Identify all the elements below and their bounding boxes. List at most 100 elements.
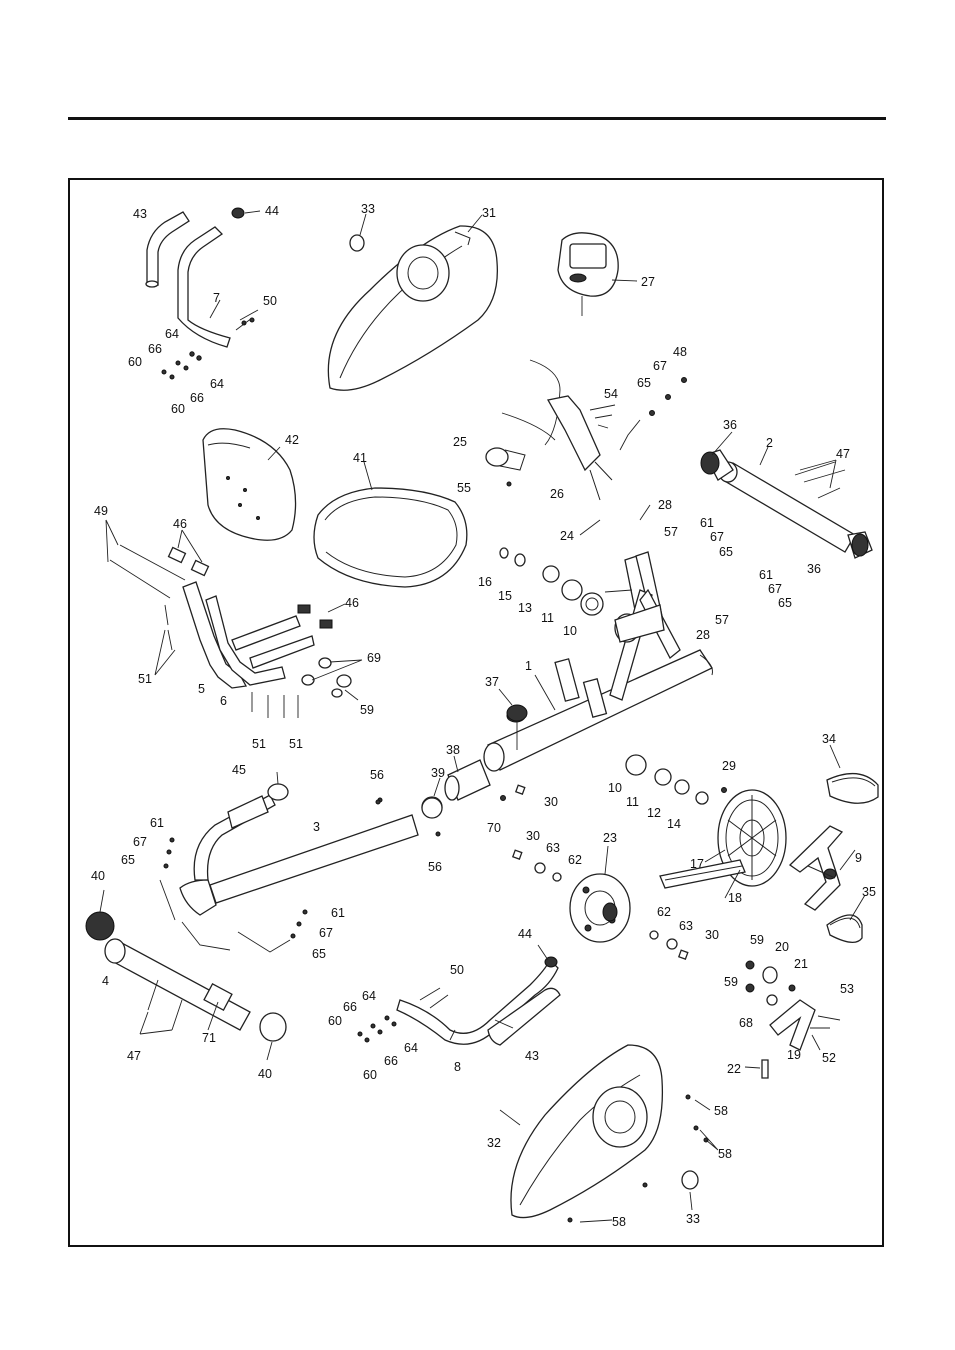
callout-67: 67: [133, 835, 147, 849]
header-rule: [68, 117, 886, 120]
callout-14: 14: [667, 817, 681, 831]
flywheel: [511, 849, 689, 960]
callout-67: 67: [319, 926, 333, 940]
callout-34: 34: [822, 732, 836, 746]
side-shroud-right: [327, 225, 499, 391]
callout-65: 65: [778, 596, 792, 610]
callout-48: 48: [673, 345, 687, 359]
callout-23: 23: [603, 831, 617, 845]
callout-32: 32: [487, 1136, 501, 1150]
diagram-frame: [68, 178, 884, 1247]
callout-11: 11: [541, 611, 554, 625]
callout-33: 33: [361, 202, 375, 216]
callout-51: 51: [138, 672, 152, 686]
callout-47: 47: [836, 447, 850, 461]
callout-60: 60: [171, 402, 185, 416]
callout-43: 43: [525, 1049, 539, 1063]
callout-33: 33: [686, 1212, 700, 1226]
callout-51: 51: [252, 737, 266, 751]
callout-15: 15: [498, 589, 512, 603]
pedal-right: [826, 773, 879, 804]
callout-59: 59: [750, 933, 764, 947]
callout-59: 59: [724, 975, 738, 989]
front-frame-and-stabilizer: [85, 783, 443, 1042]
drive-pulley: [659, 789, 787, 889]
crank-arm: [788, 825, 844, 911]
callout-67: 67: [768, 582, 782, 596]
callout-43: 43: [133, 207, 147, 221]
callout-50: 50: [450, 963, 464, 977]
callout-9: 9: [855, 851, 862, 865]
crank-bearings: [625, 754, 727, 805]
callout-31: 31: [482, 206, 496, 220]
callout-57: 57: [715, 613, 729, 627]
callout-68: 68: [739, 1016, 753, 1030]
callout-12: 12: [647, 806, 661, 820]
callout-63: 63: [546, 841, 560, 855]
callout-21: 21: [794, 957, 808, 971]
callout-62: 62: [568, 853, 582, 867]
callout-42: 42: [285, 433, 299, 447]
callout-40: 40: [91, 869, 105, 883]
callout-46: 46: [173, 517, 187, 531]
callout-29: 29: [722, 759, 736, 773]
callout-25: 25: [453, 435, 467, 449]
callout-56: 56: [428, 860, 442, 874]
callout-61: 61: [150, 816, 164, 830]
callout-65: 65: [312, 947, 326, 961]
callout-57: 57: [664, 525, 678, 539]
callout-60: 60: [128, 355, 142, 369]
callout-8: 8: [454, 1060, 461, 1074]
callout-18: 18: [728, 891, 742, 905]
callout-67: 67: [710, 530, 724, 544]
callout-44: 44: [265, 204, 279, 218]
callout-65: 65: [637, 376, 651, 390]
callout-28: 28: [658, 498, 672, 512]
bearing-stack-upper: [499, 547, 604, 616]
callout-64: 64: [210, 377, 224, 391]
callout-71: 71: [202, 1031, 216, 1045]
callout-65: 65: [121, 853, 135, 867]
callout-56: 56: [370, 768, 384, 782]
callout-41: 41: [353, 451, 367, 465]
pedal-left: [826, 914, 863, 943]
callout-22: 22: [727, 1062, 741, 1076]
callout-37: 37: [485, 675, 499, 689]
callout-6: 6: [220, 694, 227, 708]
callout-44: 44: [518, 927, 532, 941]
callout-59: 59: [360, 703, 374, 717]
callout-64: 64: [362, 989, 376, 1003]
callout-30: 30: [526, 829, 540, 843]
callout-10: 10: [563, 624, 577, 638]
callout-13: 13: [518, 601, 532, 615]
callout-26: 26: [550, 487, 564, 501]
callout-30: 30: [544, 795, 558, 809]
callout-5: 5: [198, 682, 205, 696]
callout-39: 39: [431, 766, 445, 780]
handlebar-upper: [145, 207, 259, 380]
callout-27: 27: [641, 275, 655, 289]
callout-67: 67: [653, 359, 667, 373]
callout-61: 61: [331, 906, 345, 920]
callout-45: 45: [232, 763, 246, 777]
callout-63: 63: [679, 919, 693, 933]
callout-11: 11: [626, 795, 639, 809]
callout-46: 46: [345, 596, 359, 610]
callout-64: 64: [165, 327, 179, 341]
callout-2: 2: [766, 436, 773, 450]
callout-66: 66: [384, 1054, 398, 1068]
callout-50: 50: [263, 294, 277, 308]
callout-58: 58: [612, 1215, 626, 1229]
callout-20: 20: [775, 940, 789, 954]
callout-60: 60: [328, 1014, 342, 1028]
callout-35: 35: [862, 885, 876, 899]
callout-4: 4: [102, 974, 109, 988]
seat-rail: [109, 544, 352, 718]
callout-17: 17: [690, 857, 704, 871]
callout-47: 47: [127, 1049, 141, 1063]
callout-19: 19: [787, 1048, 801, 1062]
callout-24: 24: [560, 529, 574, 543]
callout-40: 40: [258, 1067, 272, 1081]
